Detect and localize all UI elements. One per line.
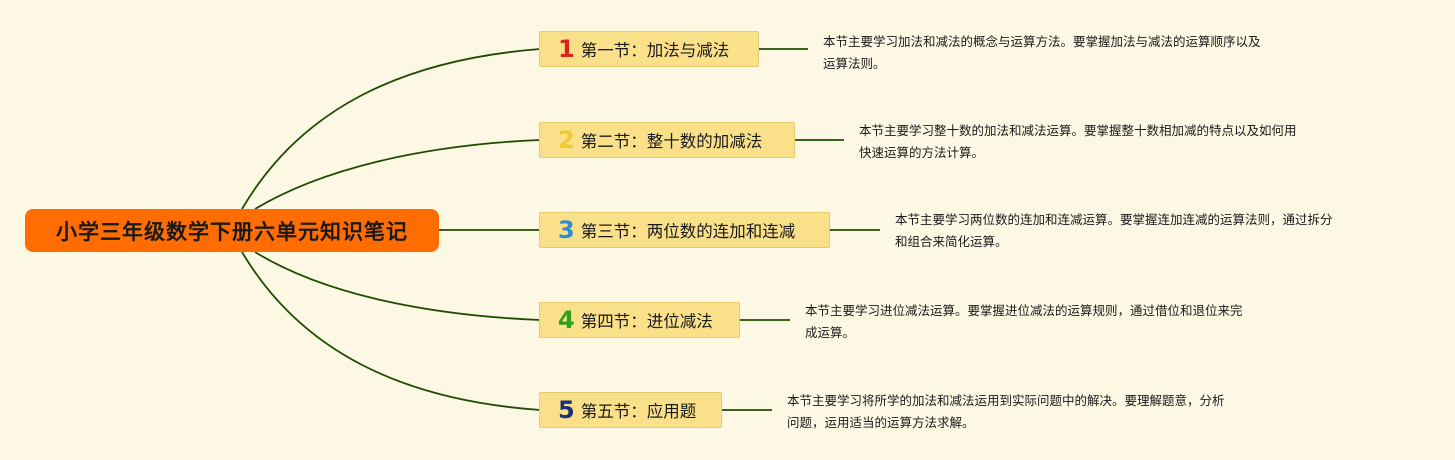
root-topic[interactable]: 小学三年级数学下册六单元知识笔记	[25, 209, 439, 252]
note-line: 问题，运用适当的运算方法求解。	[787, 415, 975, 430]
connector-root-branch-1	[241, 48, 541, 210]
branch-section-4[interactable]: 4 第四节：进位减法	[539, 302, 740, 338]
root-topic-label: 小学三年级数学下册六单元知识笔记	[56, 219, 408, 244]
note-line: 本节主要学习将所学的加法和减法运用到实际问题中的解决。要理解题意，分析	[787, 393, 1225, 408]
number-badge-4: 4	[558, 306, 575, 334]
note-line: 本节主要学习整十数的加法和减法运算。要掌握整十数相加减的特点以及如何用	[859, 123, 1297, 138]
note-section-5: 本节主要学习将所学的加法和减法运用到实际问题中的解决。要理解题意，分析 问题，运…	[787, 390, 1225, 434]
number-badge-2: 2	[558, 126, 575, 154]
note-line: 本节主要学习进位减法运算。要掌握进位减法的运算规则，通过借位和退位来完	[805, 303, 1243, 318]
number-badge-5: 5	[558, 396, 575, 424]
note-line: 本节主要学习加法和减法的概念与运算方法。要掌握加法与减法的运算顺序以及	[823, 34, 1261, 49]
branch-section-2[interactable]: 2 第二节：整十数的加减法	[539, 122, 795, 158]
number-badge-1: 1	[558, 35, 575, 63]
connector-root-branch-2	[254, 139, 541, 210]
note-section-2: 本节主要学习整十数的加法和减法运算。要掌握整十数相加减的特点以及如何用 快速运算…	[859, 120, 1297, 164]
branch-label-1: 第一节：加法与减法	[580, 41, 730, 60]
note-section-4: 本节主要学习进位减法运算。要掌握进位减法的运算规则，通过借位和退位来完 成运算。	[805, 300, 1243, 344]
branch-label-2: 第二节：整十数的加减法	[580, 132, 763, 151]
connector-root-branch-4	[254, 251, 541, 321]
branch-label-3: 第三节：两位数的连加和连减	[580, 222, 796, 241]
note-section-3: 本节主要学习两位数的连加和连减运算。要掌握连加连减的运算法则，通过拆分 和组合来…	[895, 209, 1333, 253]
branch-label-4: 第四节：进位减法	[580, 312, 713, 331]
note-line: 和组合来简化运算。	[895, 234, 1008, 249]
note-line: 运算法则。	[823, 56, 886, 71]
note-line: 快速运算的方法计算。	[859, 145, 985, 160]
branch-section-1[interactable]: 1 第一节：加法与减法	[539, 31, 759, 67]
connector-root-branch-5	[241, 251, 541, 411]
branch-section-3[interactable]: 3 第三节：两位数的连加和连减	[539, 212, 830, 248]
branch-label-5: 第五节：应用题	[580, 402, 697, 421]
note-line: 本节主要学习两位数的连加和连减运算。要掌握连加连减的运算法则，通过拆分	[895, 212, 1333, 227]
branch-section-5[interactable]: 5 第五节：应用题	[539, 392, 722, 428]
note-line: 成运算。	[805, 325, 856, 340]
number-badge-3: 3	[558, 216, 575, 244]
note-section-1: 本节主要学习加法和减法的概念与运算方法。要掌握加法与减法的运算顺序以及 运算法则…	[823, 31, 1261, 75]
